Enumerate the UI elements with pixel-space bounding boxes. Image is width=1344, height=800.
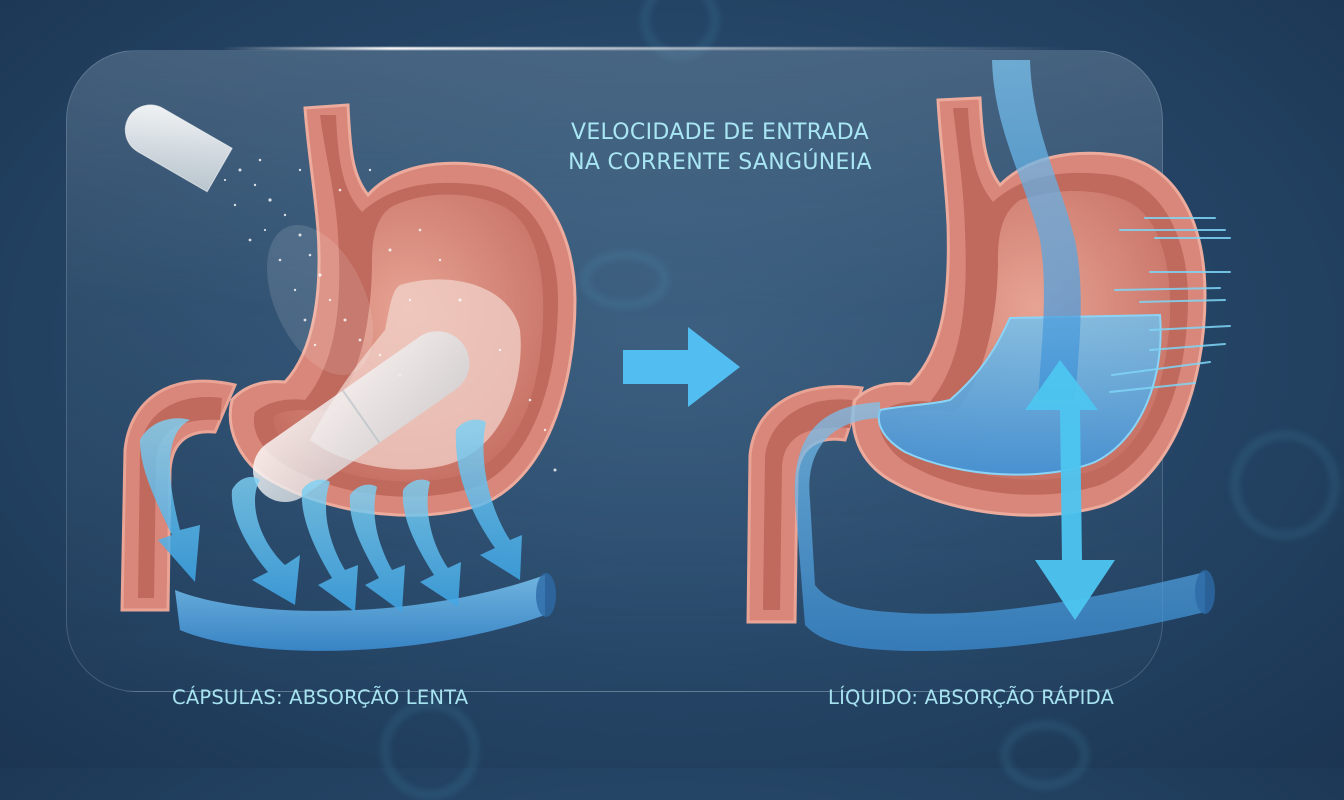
down-arrow-icon <box>301 479 358 612</box>
vessel-opening <box>1195 570 1215 614</box>
vessel-opening <box>536 573 556 617</box>
double-arrow-icon <box>1025 360 1115 620</box>
absorption-arrows <box>140 418 522 612</box>
blood-vessel <box>794 402 1205 651</box>
down-arrow-icon <box>231 477 300 605</box>
down-arrow-icon <box>349 484 405 612</box>
right-arrow-icon <box>623 327 740 407</box>
down-arrow-icon <box>402 479 461 607</box>
diagram-title: VELOCIDADE DE ENTRADA NA CORRENTE SANGÚN… <box>545 118 895 178</box>
background-molecule <box>1230 430 1340 540</box>
background-molecule <box>640 0 720 60</box>
blood-vessel <box>992 60 1081 400</box>
title-line-2: NA CORRENTE SANGÚNEIA <box>568 150 872 175</box>
down-arrow-icon <box>455 419 522 580</box>
capsule-icon <box>124 104 233 193</box>
background-molecule <box>580 250 670 310</box>
blood-vessel <box>175 575 545 651</box>
right-stomach <box>746 96 1207 624</box>
speed-lines <box>1109 217 1231 393</box>
title-line-1: VELOCIDADE DE ENTRADA <box>570 120 869 145</box>
powder-cloud <box>267 225 373 375</box>
capsule-icon <box>252 331 470 502</box>
liquid-fill <box>877 313 1162 476</box>
caption-liquid: LÍQUIDO: ABSORÇÃO RÁPIDA <box>828 686 1115 709</box>
panel-highlight <box>220 47 1070 50</box>
down-arrow-icon <box>140 418 200 582</box>
caption-capsules: CÁPSULAS: ABSORÇÃO LENTA <box>172 686 469 709</box>
diagram-illustration <box>120 60 1231 651</box>
